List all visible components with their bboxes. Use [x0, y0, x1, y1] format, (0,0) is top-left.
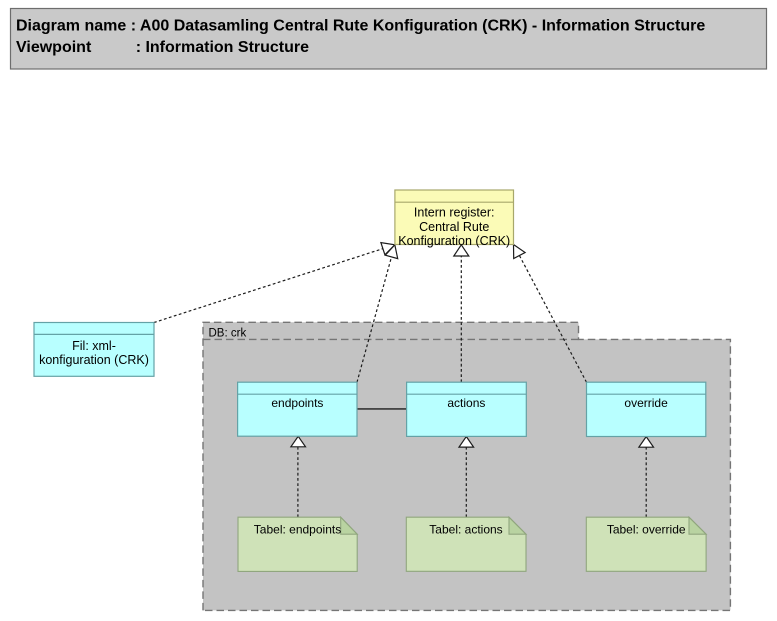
- svg-text:DB: crk: DB: crk: [209, 328, 247, 340]
- svg-text:actions: actions: [447, 396, 485, 410]
- svg-text:Tabel: actions: Tabel: actions: [429, 522, 502, 536]
- svg-text:Intern register:: Intern register:: [414, 206, 495, 220]
- svg-text:: Information Structure: : Information Structure: [136, 39, 309, 56]
- svg-text:override: override: [624, 396, 668, 410]
- svg-text:Viewpoint: Viewpoint: [16, 39, 92, 56]
- svg-text:konfiguration (CRK): konfiguration (CRK): [39, 353, 149, 367]
- svg-text:Tabel: endpoints: Tabel: endpoints: [254, 522, 341, 536]
- svg-text:Konfiguration (CRK): Konfiguration (CRK): [398, 234, 510, 248]
- svg-text:Central Rute: Central Rute: [419, 220, 489, 234]
- svg-text:Fil: xml-: Fil: xml-: [72, 339, 116, 353]
- svg-text:Diagram name : A00 Datasamling: Diagram name : A00 Datasamling Central R…: [16, 18, 705, 35]
- svg-text:endpoints: endpoints: [271, 396, 323, 410]
- svg-text:Tabel: override: Tabel: override: [607, 522, 686, 536]
